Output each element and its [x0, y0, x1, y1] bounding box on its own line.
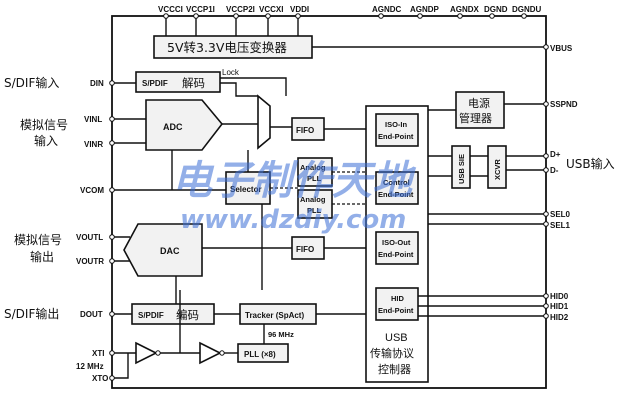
pin-dplus: D+: [550, 150, 561, 159]
usb-sie-label: USB SIE: [457, 154, 466, 184]
spdif-input-label: S/DIF输入: [4, 75, 59, 90]
pin-dgnd: DGND: [484, 5, 508, 14]
control-label-b: End-Point: [378, 190, 414, 199]
pin-vccp2i: VCCP2I: [226, 5, 255, 14]
input-mux: [257, 94, 271, 150]
adc-block: [145, 99, 224, 151]
iso-in-label-a: ISO-In: [385, 120, 408, 129]
pin-hid2: HID2: [550, 313, 569, 322]
pin-agndx: AGNDX: [450, 5, 480, 14]
chip-outline: [111, 15, 547, 389]
pin-xto: XTO: [92, 374, 108, 383]
spdif-encoder-label-b: 编码: [176, 308, 199, 322]
analog-output-label-2: 输出: [30, 249, 54, 264]
hid-label-b: End-Point: [378, 306, 414, 315]
pin-din: DIN: [90, 79, 104, 88]
top-pins: VCCCI VCCP1I VCCP2I VCCXI VDDI AGNDC AGN…: [158, 5, 542, 36]
hid-label-a: HID: [391, 294, 405, 303]
analog-pll-2-label-b: PLL: [307, 206, 322, 215]
pll-x8-label: PLL (×8): [244, 350, 276, 359]
pin-sel1: SEL1: [550, 221, 571, 230]
usb-controller-label-1: USB: [385, 332, 408, 344]
pll-x8-box: [237, 343, 289, 363]
tracker-label: Tracker (SpAct): [245, 311, 304, 320]
pin-voutl: VOUTL: [76, 233, 103, 242]
pin-vccci: VCCCI: [158, 5, 183, 14]
pin-vddi: VDDI: [290, 5, 309, 14]
pin-sel0: SEL0: [550, 210, 571, 219]
adc-label: ADC: [163, 122, 183, 132]
spdif-encoder-label-a: S/PDIF: [138, 311, 164, 320]
analog-input-label-1: 模拟信号: [20, 118, 68, 132]
pin-vcom: VCOM: [80, 186, 104, 195]
power-manager-label-2: 管理器: [459, 111, 492, 125]
hid-endpoint: [375, 287, 419, 321]
analog-pll-1-label-b: PLL: [307, 174, 322, 183]
pin-vinr: VINR: [84, 140, 103, 149]
watermark-title: 电子制作天地: [172, 158, 417, 204]
xcvr-label: XCVR: [493, 159, 502, 180]
analog-input-label-2: 输入: [34, 133, 58, 148]
fifo-out-label: FIFO: [296, 245, 314, 254]
iso-in-endpoint: [375, 113, 419, 147]
pin-hid1: HID1: [550, 302, 569, 311]
pin-dout: DOUT: [80, 310, 103, 319]
pin-vccp1i: VCCP1I: [186, 5, 215, 14]
usb-controller-label-2: 传输协议: [370, 346, 414, 360]
spdif-decoder-box: [135, 71, 221, 93]
pin-vbus: VBUS: [550, 44, 573, 53]
analog-output-label-1: 模拟信号: [14, 233, 62, 247]
pin-sspnd: SSPND: [550, 100, 578, 109]
spdif-output-label: S/DIF输出: [4, 306, 59, 321]
watermark-url: www.dzdiy.com: [180, 205, 406, 235]
iso-out-label-b: End-Point: [378, 250, 414, 259]
pin-dgndu: DGNDU: [512, 5, 542, 14]
spdif-decoder-label-b: 解码: [182, 76, 205, 90]
pin-agndc: AGNDC: [372, 5, 402, 14]
dac-block: [123, 223, 203, 277]
control-label-a: Control: [383, 178, 410, 187]
clock-96mhz-label: 96 MHz: [268, 330, 294, 339]
pin-voutr: VOUTR: [76, 257, 104, 266]
lock-label: Lock: [222, 68, 240, 77]
voltage-converter-label: 5V转3.3V电压变换器: [167, 40, 287, 55]
usb-controller-label-3: 控制器: [378, 362, 411, 376]
clock-buffer-2: [199, 341, 222, 365]
clock-buffer-1: [135, 341, 158, 365]
iso-in-label-b: End-Point: [378, 132, 414, 141]
dac-label: DAC: [160, 246, 180, 256]
pin-dminus: D-: [550, 166, 559, 175]
crystal-freq-label: 12 MHz: [76, 362, 104, 371]
usb-input-label: USB输入: [566, 156, 615, 171]
pin-vccxi: VCCXI: [259, 5, 283, 14]
pin-agndp: AGNDP: [410, 5, 440, 14]
pin-vinl: VINL: [84, 115, 102, 124]
pin-xti: XTI: [92, 349, 104, 358]
control-endpoint: [375, 171, 419, 205]
usb-sie-box: [451, 145, 471, 189]
iso-out-label-a: ISO-Out: [382, 238, 411, 247]
power-manager-label-1: 电源: [468, 96, 490, 110]
analog-pll-1-label-a: Analog: [300, 163, 326, 172]
spdif-decoder-label-a: S/PDIF: [142, 79, 168, 88]
selector-label: Selector: [230, 185, 262, 194]
fifo-in-label: FIFO: [296, 126, 314, 135]
pin-hid0: HID0: [550, 292, 569, 301]
iso-out-endpoint: [375, 231, 419, 265]
xcvr-box: [487, 145, 507, 189]
analog-pll-2-label-a: Analog: [300, 195, 326, 204]
